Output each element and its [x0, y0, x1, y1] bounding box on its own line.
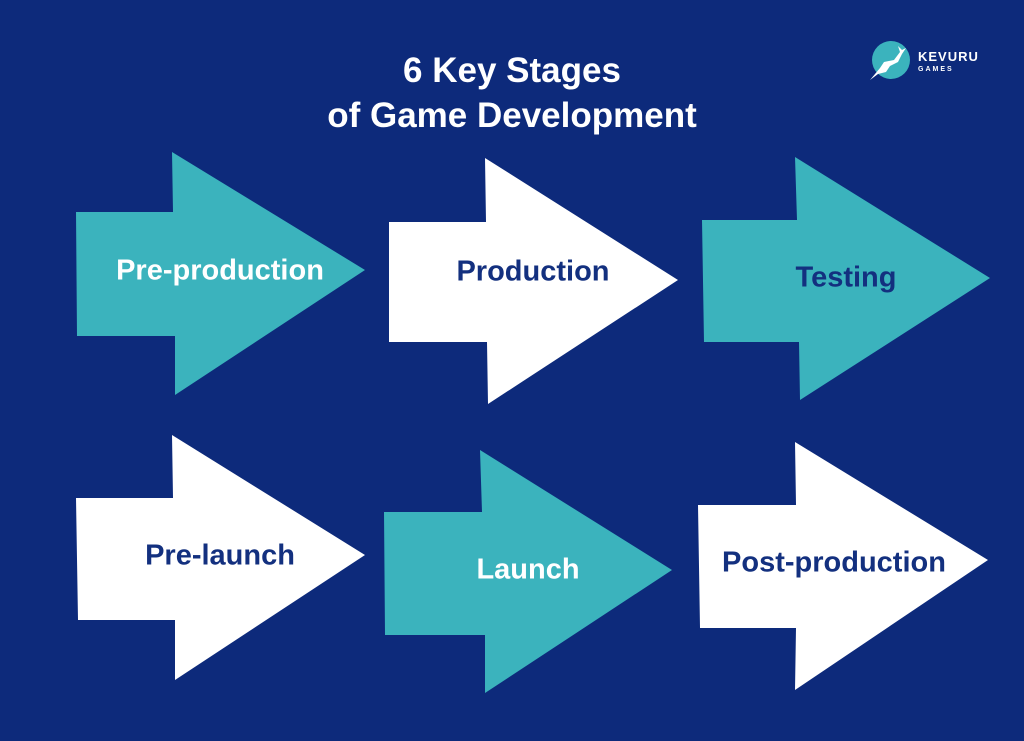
stage-label: Pre-production: [116, 255, 324, 287]
deer-icon: [870, 41, 910, 80]
title-line-1: 6 Key Stages: [403, 51, 621, 90]
stage-label: Testing: [796, 262, 897, 294]
kevuru-logo: KEVURU GAMES: [866, 38, 979, 84]
stage-arrow-6: Post-production: [698, 442, 988, 690]
stage-label: Production: [456, 256, 609, 288]
stage-label: Post-production: [722, 547, 946, 579]
stage-label: Pre-launch: [145, 540, 295, 572]
stage-arrow-1: Pre-production: [76, 152, 365, 395]
stage-arrow-3: Testing: [702, 157, 990, 400]
stage-arrow-4: Pre-launch: [76, 435, 365, 680]
title-line-2: of Game Development: [327, 96, 697, 135]
logo-sub: GAMES: [918, 65, 954, 73]
page-title: 6 Key Stages of Game Development: [0, 48, 1024, 138]
logo-name: KEVURU: [918, 48, 979, 64]
stage-arrow-2: Production: [389, 158, 678, 404]
stage-label: Launch: [476, 554, 579, 586]
stage-arrow-5: Launch: [384, 450, 672, 693]
